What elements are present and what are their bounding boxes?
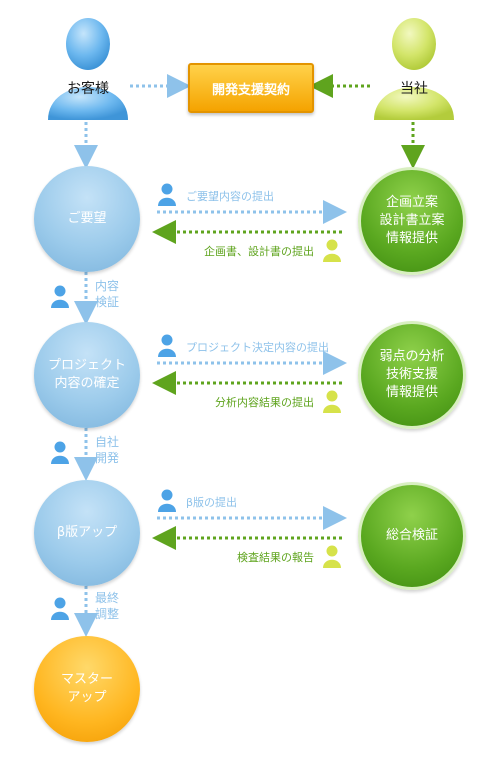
transition-2-label: 自社 開発	[95, 435, 120, 465]
action-verification: 総合検証	[358, 482, 466, 590]
transition-3-label: 最終 調整	[95, 591, 120, 621]
exchange-3-to-company: β版の提出	[186, 496, 238, 509]
exchange-3-to-client: 検査結果の報告	[237, 551, 314, 564]
company-mini-icon	[322, 239, 342, 267]
action-planning: 企画立案 設計書立案 情報提供	[358, 167, 466, 275]
stage-master-up: マスター アップ	[34, 636, 140, 742]
action-analysis: 弱点の分析 技術支援 情報提供	[358, 321, 466, 429]
client-mini-icon	[157, 334, 177, 362]
stage-project-confirm: プロジェクト 内容の確定	[34, 322, 140, 428]
transition-1-label: 内容 検証	[95, 279, 120, 309]
company-mini-icon	[322, 545, 342, 573]
contract-label: 開発支援契約	[211, 82, 290, 98]
stage-beta: β版アップ	[34, 480, 140, 586]
contract-box: 開発支援契約	[188, 63, 314, 113]
exchange-1-to-company: ご要望内容の提出	[186, 190, 274, 203]
stage-request: ご要望	[34, 166, 140, 272]
client-label: お客様	[67, 81, 109, 97]
client-mini-icon	[157, 489, 177, 517]
client-mini-icon	[50, 285, 70, 313]
client-mini-icon	[50, 597, 70, 625]
company-label: 当社	[400, 81, 428, 97]
exchange-2-to-client: 分析内容結果の提出	[215, 396, 314, 409]
company-person-icon	[370, 14, 458, 124]
client-mini-icon	[157, 183, 177, 211]
exchange-2-to-company: プロジェクト決定内容の提出	[186, 341, 329, 354]
company-mini-icon	[322, 390, 342, 418]
client-mini-icon	[50, 441, 70, 469]
exchange-1-to-client: 企画書、設計書の提出	[204, 245, 314, 258]
client-person-icon	[44, 14, 132, 124]
